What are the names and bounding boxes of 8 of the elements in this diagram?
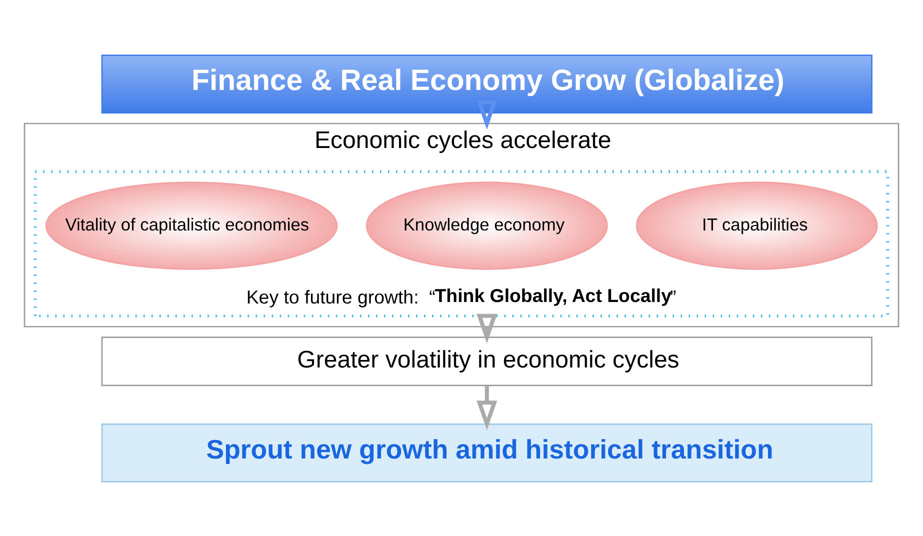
arrow [476, 385, 498, 430]
node-ellipse: IT capabilities [636, 181, 878, 270]
arrow [476, 313, 498, 343]
node-ellipse: Knowledge economy [366, 181, 608, 270]
node-box: Sprout new growth amid historical transition [101, 423, 872, 482]
node-box: Greater volatility in economic cycles [101, 336, 872, 386]
node-ellipse: Vitality of capitalistic economies [45, 181, 338, 270]
arrow [476, 100, 498, 130]
